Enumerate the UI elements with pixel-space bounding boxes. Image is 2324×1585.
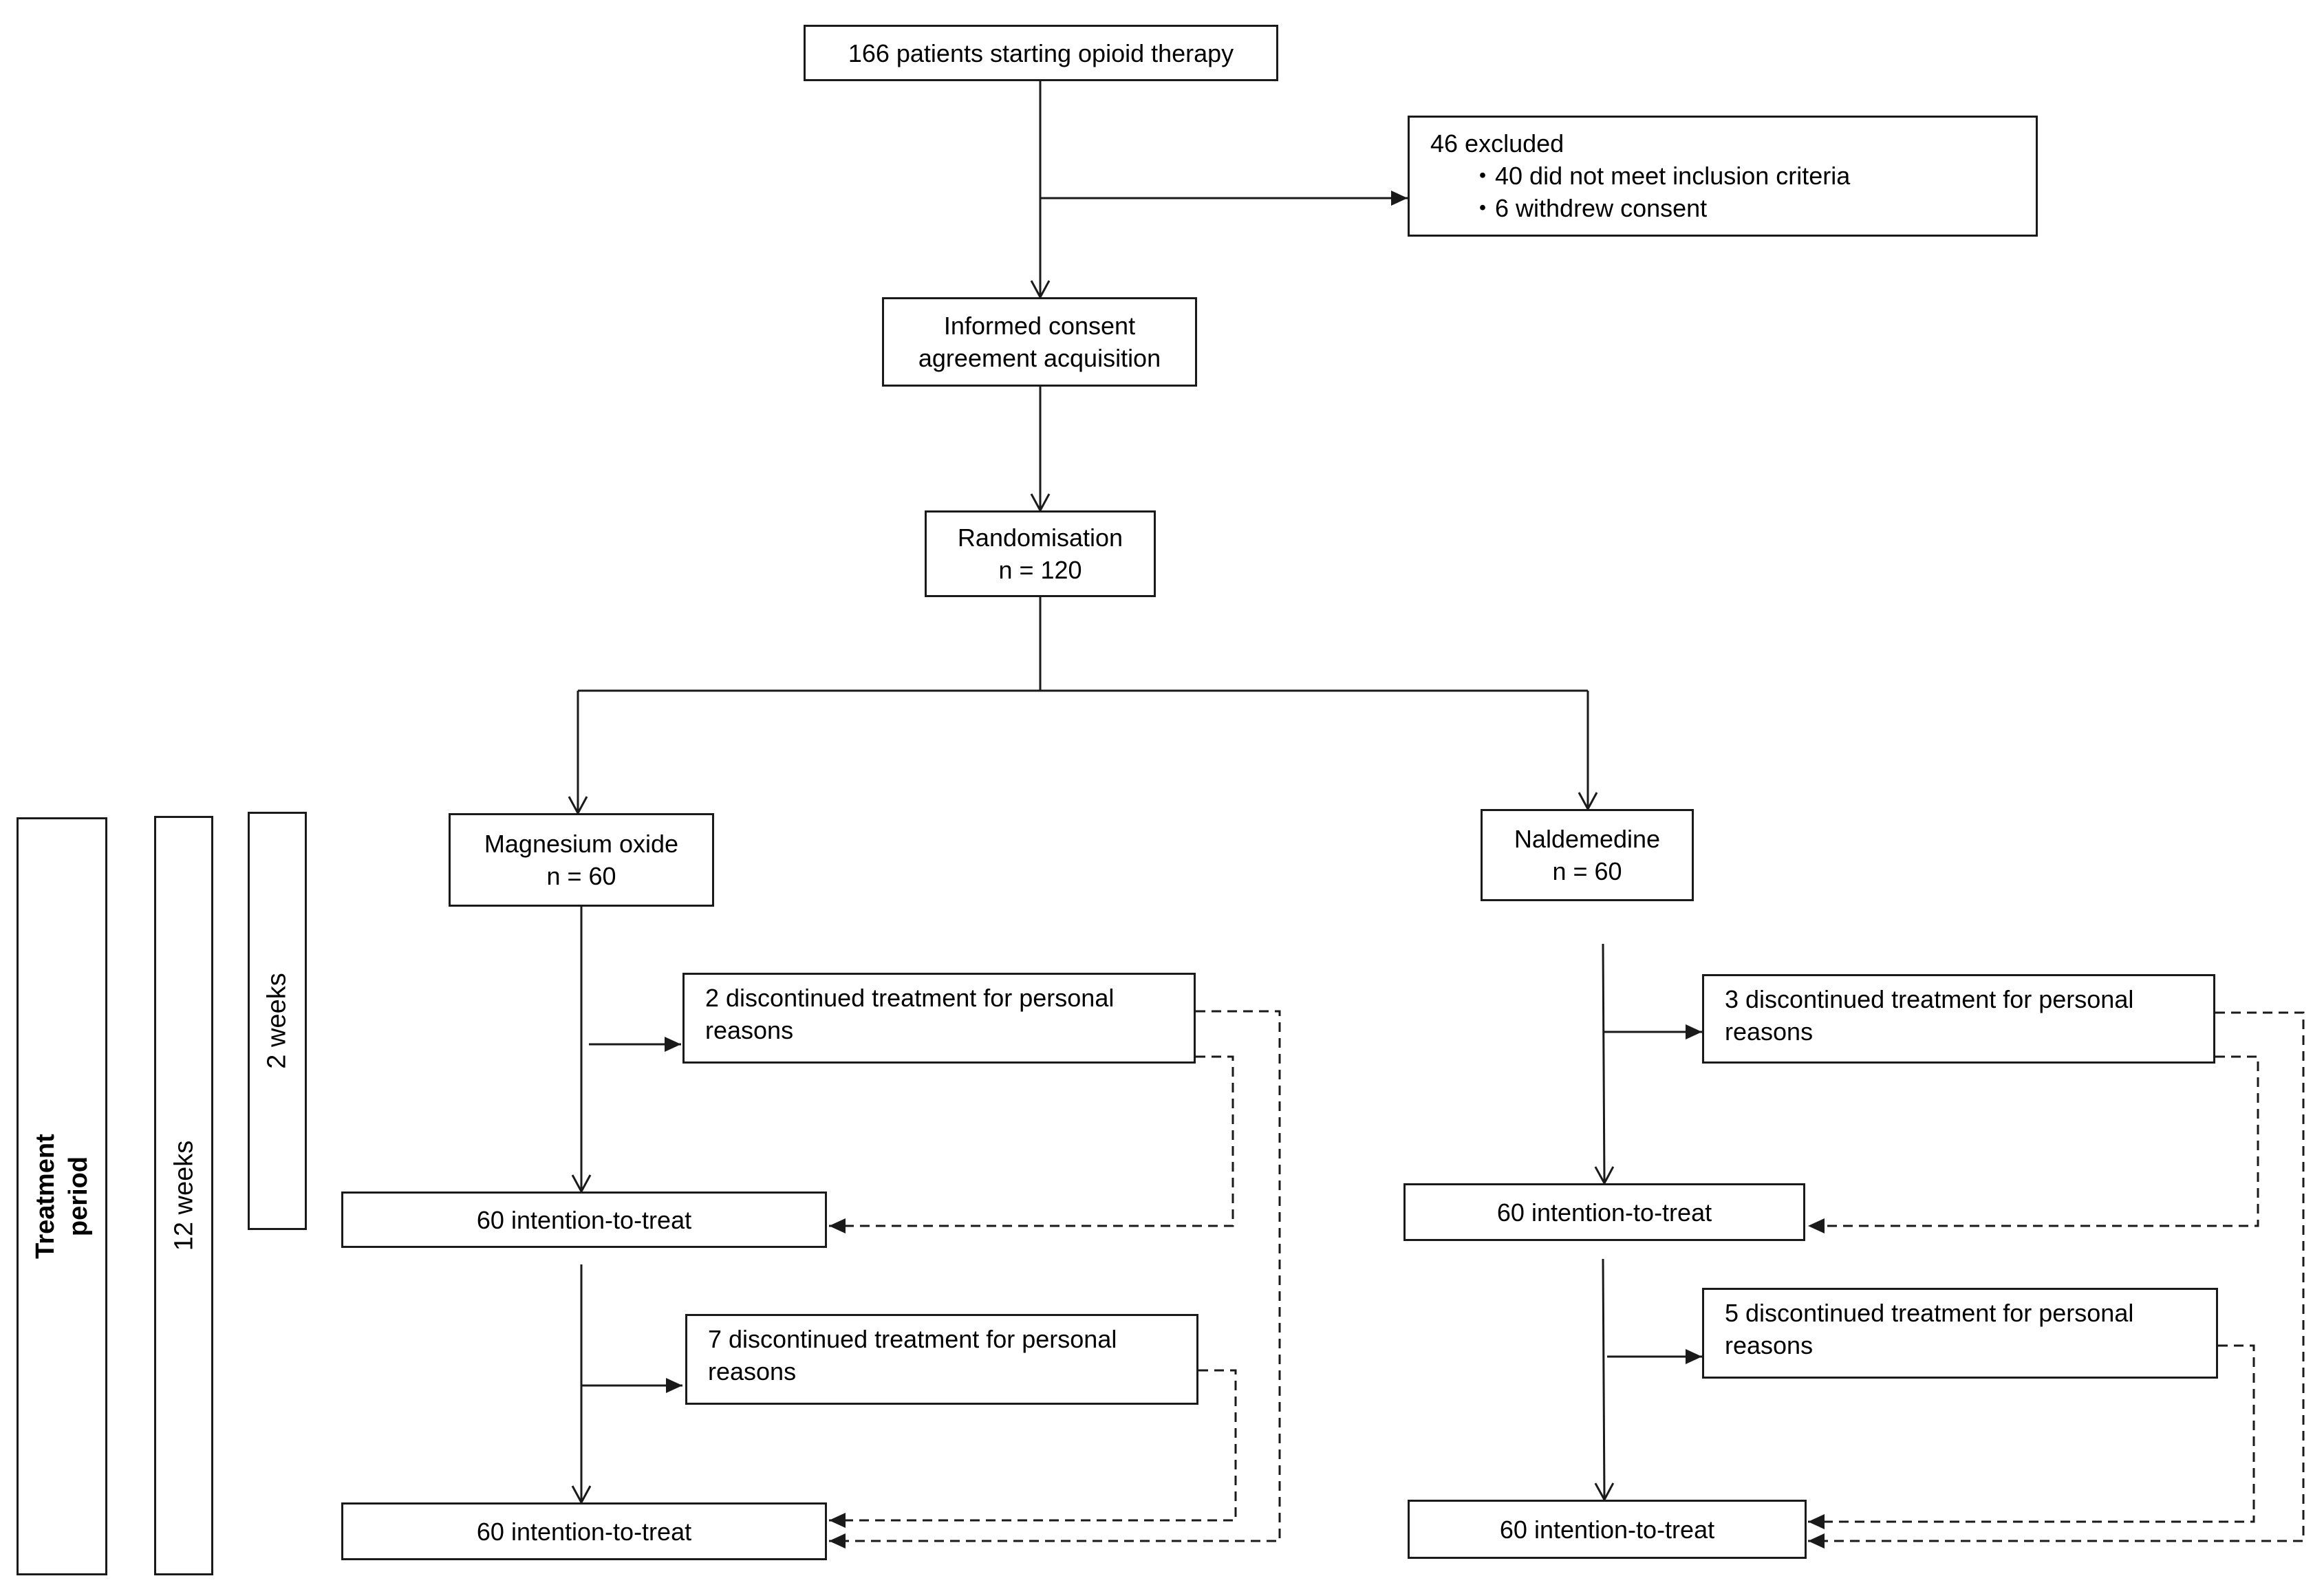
nd-disc-1-box: 3 discontinued treatment for personal re…: [1702, 974, 2215, 1064]
excluded-box: 46 excluded ・40 did not meet inclusion c…: [1408, 116, 2038, 237]
two-weeks-bar: 2 weeks: [248, 812, 307, 1230]
twelve-weeks-bar: 12 weeks: [154, 816, 213, 1575]
consent-line2: agreement acquisition: [918, 344, 1161, 372]
nd-disc-1-line2: reasons: [1725, 1017, 1814, 1046]
mg-itt-1-box: 60 intention-to-treat: [341, 1192, 827, 1248]
consent-box: Informed consent agreement acquisition: [882, 297, 1197, 387]
mg-disc-2-line1: 7 discontinued treatment for personal: [708, 1325, 1117, 1353]
nd-disc-2-line2: reasons: [1725, 1331, 1814, 1359]
mg-disc-1-line1: 2 discontinued treatment for personal: [705, 984, 1115, 1012]
nd-disc-1-line1: 3 discontinued treatment for personal: [1725, 985, 2134, 1013]
mg-disc-2-line2: reasons: [708, 1357, 797, 1385]
nd-itt-1-box: 60 intention-to-treat: [1403, 1183, 1805, 1241]
start-text: 166 patients starting opioid therapy: [848, 39, 1234, 67]
start-box: 166 patients starting opioid therapy: [804, 25, 1278, 81]
magnesium-line1: Magnesium oxide: [484, 830, 679, 858]
excluded-title: 46 excluded: [1430, 129, 1564, 158]
mg-itt-2-box: 60 intention-to-treat: [341, 1502, 827, 1560]
two-weeks-label: 2 weeks: [263, 973, 292, 1069]
dashed-nd-disc-2-to-itt-2: [1808, 1344, 2255, 1529]
nd-itt-2-box: 60 intention-to-treat: [1408, 1500, 1807, 1559]
mg-disc-1-line2: reasons: [705, 1016, 794, 1044]
dashed-mg-disc-1-to-itt-1: [829, 1055, 1234, 1233]
excluded-item-withdrew: ・6 withdrew consent: [1470, 194, 1708, 222]
treatment-period-line1: Treatment: [31, 1134, 60, 1259]
magnesium-box: Magnesium oxide n = 60: [449, 813, 714, 907]
dashed-nd-disc-1-to-itt-1: [1808, 1055, 2259, 1233]
randomisation-line2: n = 120: [998, 556, 1082, 584]
mg-disc-2-box: 7 discontinued treatment for personal re…: [685, 1314, 1198, 1405]
dashed-mg-disc-2-to-itt-2: [829, 1369, 1237, 1528]
mg-itt-1-text: 60 intention-to-treat: [476, 1205, 692, 1234]
naldemedine-line1: Naldemedine: [1514, 825, 1661, 853]
dashed-mg-disc-1-to-itt-2: [829, 1010, 1281, 1549]
treatment-period-label: Treatment period: [29, 1134, 95, 1259]
randomisation-line1: Randomisation: [957, 524, 1123, 552]
randomisation-box: Randomisation n = 120: [925, 510, 1156, 597]
nd-disc-2-line1: 5 discontinued treatment for personal: [1725, 1299, 2134, 1327]
dashed-nd-disc-1-to-itt-2: [1808, 1011, 2305, 1549]
consent-line1: Informed consent: [943, 312, 1136, 340]
twelve-weeks-label: 12 weeks: [169, 1140, 199, 1251]
naldemedine-box: Naldemedine n = 60: [1481, 809, 1694, 901]
magnesium-line2: n = 60: [546, 862, 616, 890]
naldemedine-line2: n = 60: [1552, 857, 1622, 885]
treatment-period-bar: Treatment period: [17, 817, 107, 1575]
nd-itt-1-text: 60 intention-to-treat: [1496, 1198, 1712, 1227]
excluded-item-inclusion: ・40 did not meet inclusion criteria: [1470, 162, 1851, 190]
treatment-period-line2: period: [64, 1156, 93, 1237]
nd-itt-2-text: 60 intention-to-treat: [1499, 1515, 1715, 1544]
arrow-naldemedine-to-itt-1: [1594, 943, 1615, 1186]
nd-disc-2-box: 5 discontinued treatment for personal re…: [1702, 1288, 2218, 1379]
arrow-nd-itt-1-to-itt-2: [1594, 1258, 1615, 1502]
mg-disc-1-box: 2 discontinued treatment for personal re…: [682, 973, 1196, 1064]
mg-itt-2-text: 60 intention-to-treat: [476, 1517, 692, 1546]
